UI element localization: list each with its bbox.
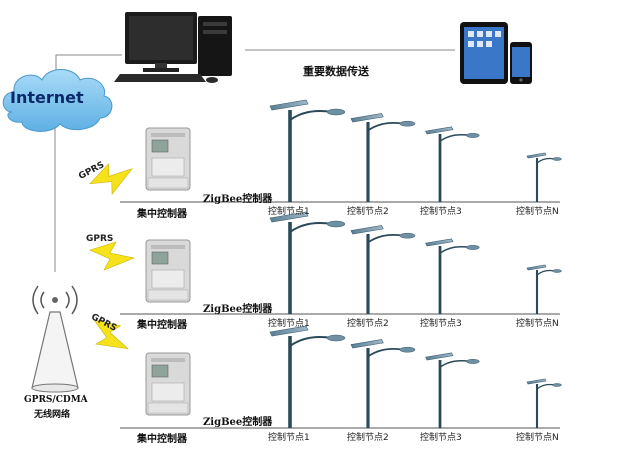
connection-lines [54, 49, 455, 272]
node-label-row2-n: 控制节点N [516, 319, 559, 329]
lamp-head-row2-2 [399, 232, 416, 239]
internet-label: Internet [10, 88, 84, 107]
node-label-row1-2: 控制节点2 [347, 207, 389, 217]
data-transfer-label: 重要数据传送 [303, 65, 369, 78]
node-label-row3-n: 控制节点N [516, 433, 559, 443]
node-label-row3-2: 控制节点2 [347, 433, 389, 443]
concentrator-display-row2 [151, 251, 169, 265]
computer-icon [114, 12, 232, 83]
lamp-arm-row1-1 [289, 110, 333, 121]
lamp-head-row1-4 [552, 157, 562, 161]
gprs-label-row2: GPRS [86, 234, 114, 244]
zigbee-label-row3: ZigBee控制器 [203, 417, 273, 428]
wireless-label-line1: GPRS/CDMA [24, 395, 88, 405]
concentrator-meter-top-row2 [151, 245, 185, 249]
lamp-arm-row1-3 [439, 133, 471, 142]
concentrator-label-row3: 集中控制器 [137, 434, 187, 445]
solar-panel-row1-3 [425, 126, 454, 135]
solar-panel-row1-2 [350, 113, 384, 123]
concentrator-meter-top-row1 [151, 133, 185, 137]
rows-graphics [89, 99, 562, 429]
solar-panel-row2-1 [269, 211, 309, 223]
lamp-arm-row2-3 [439, 245, 471, 254]
lamp-arm-row3-2 [367, 347, 405, 358]
lamp-head-row2-1 [326, 220, 346, 228]
solar-panel-row3-3 [425, 352, 454, 361]
concentrator-display-row1 [151, 139, 169, 153]
solar-panel-row2-2 [350, 225, 384, 235]
concentrator-label-row1: 集中控制器 [137, 209, 187, 220]
node-label-row3-3: 控制节点3 [420, 433, 462, 443]
node-label-row2-3: 控制节点3 [420, 319, 462, 329]
wireless-label-line2: 无线网络 [34, 410, 71, 420]
node-label-row1-3: 控制节点3 [420, 207, 462, 217]
solar-panel-row1-4 [526, 152, 547, 159]
concentrator-label-row2: 集中控制器 [137, 320, 187, 331]
solar-panel-row1-1 [269, 99, 309, 111]
mobile-devices-icon [460, 22, 532, 84]
concentrator-panel-row2 [151, 269, 185, 289]
node-label-row2-1: 控制节点1 [268, 319, 310, 329]
concentrator-panel-row1 [151, 157, 185, 177]
solar-panel-row3-4 [526, 378, 547, 385]
lamp-arm-row3-3 [439, 359, 471, 368]
solar-panel-row2-3 [425, 238, 454, 247]
lamp-head-row3-2 [399, 346, 416, 353]
lamp-arm-row1-2 [367, 121, 405, 132]
concentrator-terminal-row1 [147, 177, 189, 189]
zigbee-label-row1: ZigBee控制器 [203, 194, 273, 205]
concentrator-terminal-row2 [147, 289, 189, 301]
lamp-arm-row2-2 [367, 233, 405, 244]
lamp-head-row1-1 [326, 108, 346, 116]
solar-panel-row2-4 [526, 264, 547, 271]
concentrator-terminal-row3 [147, 402, 189, 414]
lightning-icon-row2 [89, 241, 136, 271]
lamp-head-row1-3 [466, 133, 480, 138]
lightning-icon-row3 [93, 319, 129, 350]
lamp-head-row1-2 [399, 120, 416, 127]
solar-panel-row3-1 [269, 325, 309, 337]
lamp-head-row2-4 [552, 269, 562, 273]
zigbee-label-row2: ZigBee控制器 [203, 304, 273, 315]
lamp-arm-row2-1 [289, 222, 333, 233]
solar-panel-row3-2 [350, 339, 384, 349]
gprs-tower-icon [31, 285, 79, 393]
lamp-head-row3-4 [552, 383, 562, 387]
concentrator-meter-top-row3 [151, 358, 185, 362]
node-label-row3-1: 控制节点1 [268, 433, 310, 443]
node-label-row1-n: 控制节点N [516, 207, 559, 217]
concentrator-panel-row3 [151, 382, 185, 402]
node-label-row2-2: 控制节点2 [347, 319, 389, 329]
lightning-icon-row1 [89, 163, 133, 195]
concentrator-display-row3 [151, 364, 169, 378]
lamp-arm-row3-1 [289, 336, 333, 347]
lamp-head-row2-3 [466, 245, 480, 250]
lamp-head-row3-1 [326, 334, 346, 342]
internet-cloud [2, 69, 113, 132]
lamp-head-row3-3 [466, 359, 480, 364]
node-label-row1-1: 控制节点1 [268, 207, 310, 217]
